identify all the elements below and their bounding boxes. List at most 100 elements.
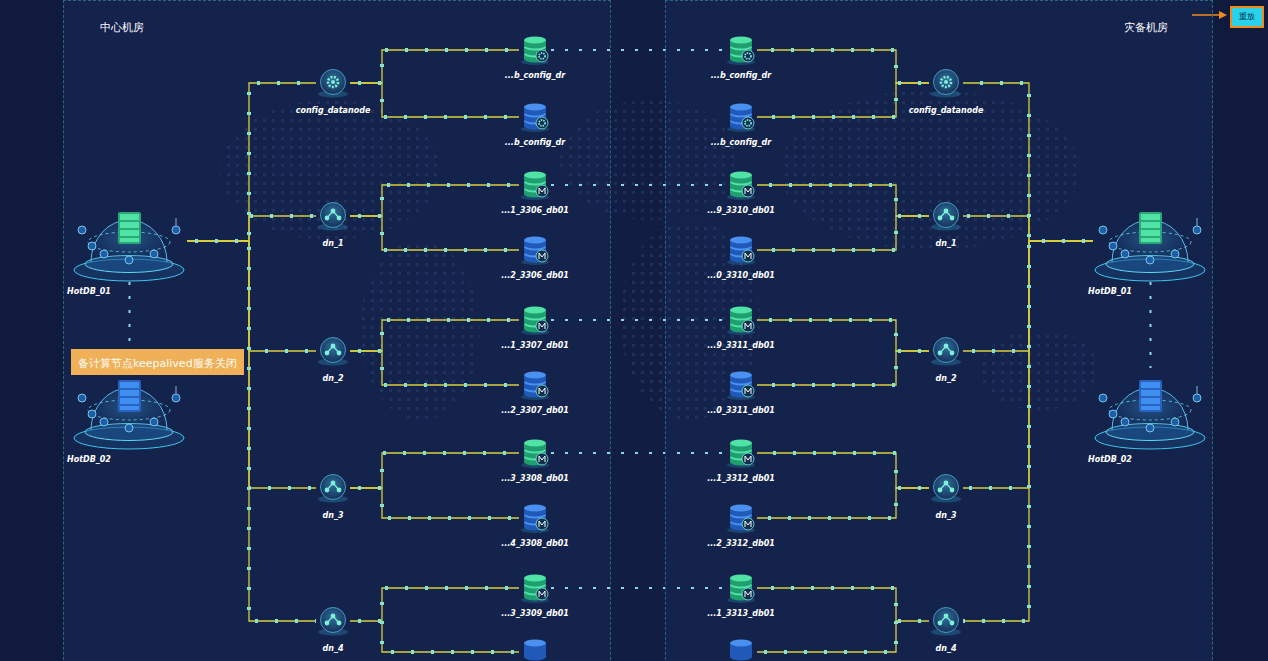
connector: [187, 241, 316, 621]
wire-line: [757, 320, 929, 351]
database: ...2_3306_db01: [519, 235, 551, 265]
database: ...2_3307_db01: [519, 370, 551, 400]
datanode-icon: [929, 473, 963, 503]
connector: [963, 241, 1093, 351]
node-label: dn_4: [323, 644, 344, 654]
database-icon: [519, 573, 551, 603]
node-label: dn_3: [936, 511, 957, 521]
replication-line: [551, 452, 725, 454]
node-label: HotDB_02: [67, 455, 111, 465]
node-label: ...b_config_dr: [711, 71, 771, 81]
connector: [757, 320, 929, 351]
compute-node: HotDB_02: [1093, 368, 1208, 450]
database: ...9_3311_db01: [725, 305, 757, 335]
node-label: ...2_3306_db01: [501, 271, 569, 281]
database: ...b_config_dr: [519, 35, 551, 65]
datanode-icon: [929, 606, 963, 636]
node-label: dn_3: [323, 511, 344, 521]
node-label: dn_2: [323, 374, 344, 384]
wire-dots: [757, 50, 929, 83]
status-tag: 备计算节点keepalived服务关闭: [71, 349, 244, 375]
connector: [963, 216, 1093, 241]
database: ...0_3311_db01: [725, 370, 757, 400]
database-icon: [725, 370, 757, 400]
datanode: dn_1: [316, 201, 350, 231]
connector: [350, 320, 519, 351]
connector: [187, 216, 316, 241]
wire-dots: [187, 241, 316, 351]
connector: [757, 185, 929, 216]
database-icon: [725, 305, 757, 335]
wire-dots: [350, 588, 519, 621]
connector: [350, 83, 519, 117]
node-label: ...1_3306_db01: [501, 206, 569, 216]
cut-off-wire: [382, 621, 896, 652]
replication-line: [1150, 282, 1152, 368]
connector: [757, 83, 929, 117]
compute-node: HotDB_02: [72, 368, 187, 450]
database-icon: [519, 35, 551, 65]
server-globe-icon: [72, 368, 187, 450]
connector: [350, 185, 519, 216]
connector: [551, 453, 725, 454]
wire-line: [350, 488, 519, 518]
connector: [187, 241, 316, 351]
wire-dots: [350, 83, 519, 117]
server-globe-icon: [1093, 200, 1208, 282]
node-label: config_datanode: [296, 106, 371, 116]
node-label: dn_4: [936, 644, 957, 654]
wire-dots: [757, 453, 929, 488]
node-label: ...1_3307_db01: [501, 341, 569, 351]
connector: [350, 453, 519, 488]
wire-dots: [963, 241, 1093, 488]
room-panel: 中心机房HotDB_01HotDB_02备计算节点keepalived服务关闭c…: [63, 0, 611, 661]
datanode: dn_3: [316, 473, 350, 503]
connector: [963, 241, 1093, 621]
connector: [551, 50, 725, 51]
connector: [551, 320, 725, 321]
node-label: HotDB_02: [1088, 455, 1132, 465]
compute-node: HotDB_01: [72, 200, 187, 282]
wire-dots: [963, 241, 1093, 351]
connector: [551, 588, 725, 589]
connector: [350, 488, 519, 518]
wire-line: [963, 241, 1093, 621]
database-icon: [725, 102, 757, 132]
node-label: ...3_3309_db01: [501, 609, 569, 619]
database: ...1_3307_db01: [519, 305, 551, 335]
wire-line: [350, 453, 519, 488]
database-icon: [519, 305, 551, 335]
database: ...1_3312_db01: [725, 438, 757, 468]
wire-line: [187, 241, 316, 621]
wire-dots: [350, 320, 519, 351]
wire-line: [350, 185, 519, 216]
connector: [350, 588, 519, 621]
node-label: HotDB_01: [67, 287, 111, 297]
replication-line: [551, 319, 725, 321]
wire-line: [350, 588, 519, 621]
wire-dots: [963, 241, 1093, 621]
datanode: dn_2: [316, 336, 350, 366]
datanode: dn_4: [929, 606, 963, 636]
datanode-icon: [316, 606, 350, 636]
panel-heading: 中心机房: [100, 21, 144, 34]
connector: [757, 351, 929, 385]
node-label: ...b_config_dr: [505, 71, 565, 81]
database: ...1_3306_db01: [519, 170, 551, 200]
replication-line: [551, 184, 725, 186]
database: ...9_3310_db01: [725, 170, 757, 200]
wire-dots: [757, 216, 929, 250]
wire-line: [757, 83, 929, 117]
node-label: 备计算节点keepalived服务关闭: [78, 357, 237, 370]
connector: [757, 453, 929, 488]
node-label: dn_1: [936, 239, 957, 249]
wire-line: [963, 241, 1093, 488]
cut-off-database-icon: [524, 640, 752, 661]
panel-heading: 灾备机房: [1124, 21, 1168, 34]
wire-line: [757, 453, 929, 488]
wire-line: [963, 216, 1093, 241]
wire-dots: [350, 488, 519, 518]
